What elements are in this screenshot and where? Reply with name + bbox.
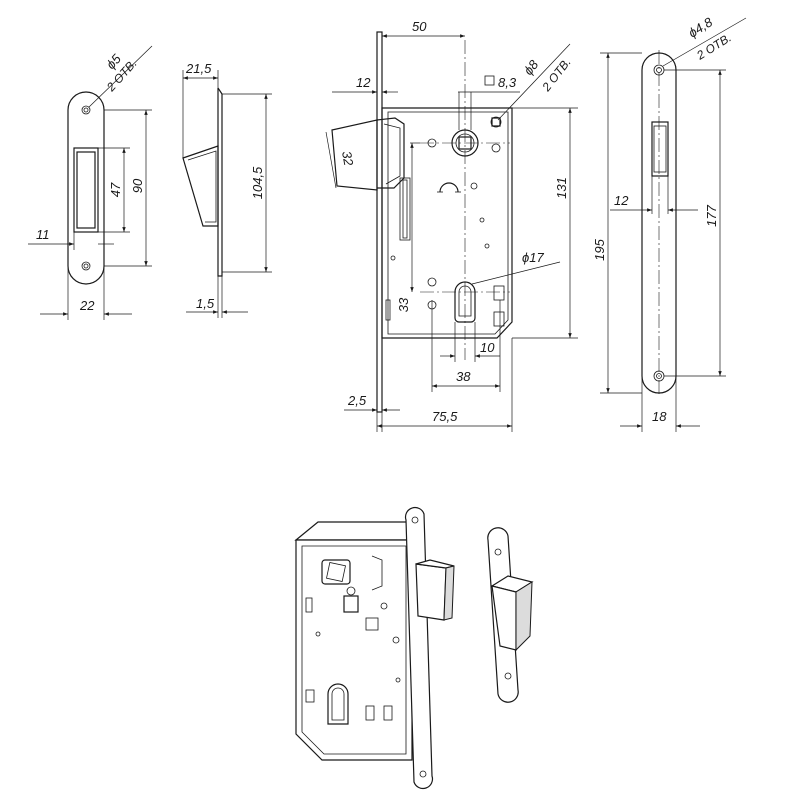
strike-lip xyxy=(182,145,219,227)
dim-strike-side-height: 104,5 xyxy=(250,166,265,199)
cylinder-hole xyxy=(454,281,476,323)
dim-handle-hole-diameter: ϕ8 xyxy=(521,57,542,78)
strike-plate-side-view: 21,5 104,5 1,5 xyxy=(182,61,272,318)
dim-handle-hole-count: 2 ОТВ. xyxy=(539,55,574,94)
dim-latch-projection: 12 xyxy=(356,75,371,90)
screw-hole-bottom xyxy=(81,261,91,271)
dim-backset: 50 xyxy=(412,19,427,34)
dim-strike-side-top: 21,5 xyxy=(185,61,212,76)
faceplate-hole-diameter: ϕ4,8 xyxy=(686,14,716,41)
dim-strike-width: 22 xyxy=(79,298,95,313)
dim-faceplate-thickness: 2,5 xyxy=(347,393,367,408)
dim-strike-side-thickness: 1,5 xyxy=(196,296,215,311)
dim-faceplate-hole-spacing: 177 xyxy=(704,204,719,226)
dim-latch-height: 32 xyxy=(339,150,356,168)
strike-opening xyxy=(73,147,99,233)
dim-spindle-square: 8,3 xyxy=(498,75,517,90)
faceplate-front-view: ϕ4,8 2 ОТВ. 195 177 12 18 xyxy=(592,14,747,432)
lock-isometric-view xyxy=(294,506,534,790)
dim-center-distance: 33 xyxy=(396,297,411,312)
lock-body-side-view: 50 12 32 8,3 ϕ8 2 ОТВ. 131 ϕ17 33 xyxy=(325,19,578,432)
dim-faceplate-width: 18 xyxy=(652,409,667,424)
dim-faceplate-latch-offset: 12 xyxy=(614,193,629,208)
dim-strike-opening: 47 xyxy=(108,182,123,197)
dim-faceplate-length: 195 xyxy=(592,238,607,260)
dim-body-height: 131 xyxy=(554,177,569,199)
dim-cylinder-offset: 10 xyxy=(480,340,495,355)
screw-hole-top xyxy=(81,105,91,115)
dim-cylinder-diameter: ϕ17 xyxy=(522,250,544,265)
iso-lock-case xyxy=(295,539,413,761)
dim-cylinder-backset: 38 xyxy=(456,369,471,384)
iso-latch-bolt xyxy=(415,563,447,621)
dim-strike-hole-spacing: 90 xyxy=(130,178,145,193)
lock-case xyxy=(381,107,513,339)
dim-strike-left-offset: 11 xyxy=(36,227,50,242)
square-symbol-icon xyxy=(484,75,495,86)
strike-plate-front-view: 90 47 ϕ5 2 ОТВ. 11 22 xyxy=(28,45,153,320)
lock-faceplate-edge xyxy=(376,31,383,413)
latch-bolt xyxy=(331,119,378,191)
dim-body-depth: 75,5 xyxy=(432,409,458,424)
latch-opening xyxy=(651,121,669,177)
